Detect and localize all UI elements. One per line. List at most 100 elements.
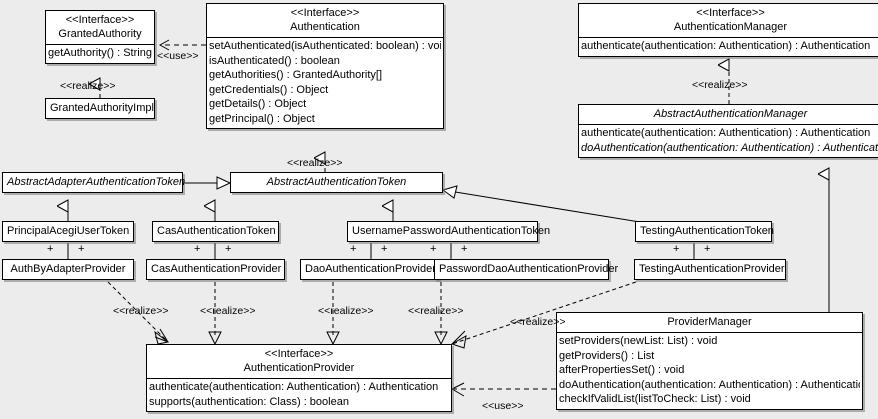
class-header: CasAuthenticationProvider — [147, 260, 284, 279]
label-realize-granted-authority-impl: <<realize>> — [60, 80, 116, 92]
operation-row: getProviders() : List — [559, 349, 655, 362]
class-name-label: AbstractAdapterAuthenticationToken — [7, 176, 186, 188]
label-realize-provider-manager: <<realize>> — [510, 316, 566, 328]
class-name-label: PrincipalAcegiUserToken — [7, 225, 130, 237]
class-abstract-authentication-manager[interactable]: AbstractAuthenticationManager authentica… — [578, 104, 878, 158]
class-auth-by-adapter-provider[interactable]: AuthByAdapterProvider — [2, 259, 134, 280]
operation-row: getAuthorities() : GrantedAuthority[] — [209, 69, 383, 81]
class-name-label: Authentication — [290, 21, 360, 33]
class-abstract-adapter-authentication-token[interactable]: AbstractAdapterAuthenticationToken — [2, 172, 186, 193]
operation-row: getPrincipal() : Object — [209, 112, 315, 125]
class-granted-authority[interactable]: <<Interface>> GrantedAuthority getAuthor… — [45, 10, 155, 64]
operations-compartment: authenticate(authentication: Authenticat… — [579, 37, 878, 56]
class-name-label: UsernamePasswordAuthenticationToken — [352, 225, 551, 237]
operation-row: doAuthentication(authentication: Authent… — [581, 141, 878, 154]
association-marker-plus: + — [194, 243, 201, 255]
class-name-label: CasAuthenticationToken — [157, 225, 276, 237]
label-realize-password-dao-provider: <<realize>> — [408, 305, 464, 317]
class-name-label: GrantedAuthorityImpl — [50, 102, 154, 114]
class-header: AbstractAuthenticationToken — [231, 173, 442, 192]
operation-row: checkIfValidList(listToCheck: List) : vo… — [559, 393, 751, 405]
class-testing-authentication-token[interactable]: TestingAuthenticationToken — [635, 221, 774, 242]
class-header: PasswordDaoAuthenticationProvider — [435, 260, 619, 279]
operation-row: getCredentials() : Object — [209, 83, 329, 96]
label-realize-cas-provider: <<realize>> — [200, 305, 256, 317]
class-name-label: PasswordDaoAuthenticationProvider — [439, 263, 619, 275]
class-header: TestingAuthenticationProvider — [635, 260, 785, 279]
class-header: GrantedAuthorityImpl — [46, 99, 154, 118]
label-use-authentication-granted-authority: <<use>> — [157, 50, 199, 62]
operation-row: authenticate(authentication: Authenticat… — [581, 127, 871, 139]
class-name-label: TestingAuthenticationToken — [640, 225, 774, 237]
label-realize-auth-by-adapter-provider: <<realize>> — [113, 305, 169, 317]
association-marker-plus: + — [381, 243, 388, 255]
class-header: AbstractAuthenticationManager — [579, 105, 878, 124]
class-name-label: ProviderManager — [667, 316, 752, 328]
association-marker-plus: + — [47, 243, 54, 255]
class-cas-authentication-token[interactable]: CasAuthenticationToken — [152, 221, 279, 242]
class-dao-authentication-provider[interactable]: DaoAuthenticationProvider — [300, 259, 439, 280]
class-header: ProviderManager — [557, 313, 862, 332]
operation-row: getDetails() : Object — [209, 98, 307, 110]
class-header: CasAuthenticationToken — [153, 222, 278, 241]
operation-row: authenticate(authentication: Authenticat… — [581, 40, 871, 52]
class-header: <<Interface>> Authentication — [207, 4, 443, 37]
class-header: <<Interface>> GrantedAuthority — [46, 11, 154, 44]
operations-compartment: setAuthenticated(isAuthenticated: boolea… — [207, 37, 443, 128]
operations-compartment: authenticate(authentication: Authenticat… — [147, 378, 451, 411]
class-header: <<Interface>> AuthenticationManager — [579, 4, 878, 37]
operation-row: setProviders(newList: List) : void — [559, 335, 718, 347]
label-realize-abstract-authentication-manager: <<realize>> — [692, 79, 748, 91]
class-name-label: GrantedAuthority — [58, 28, 142, 40]
stereotype-label: <<Interface>> — [290, 7, 360, 19]
operation-row: setAuthenticated(isAuthenticated: boolea… — [209, 40, 441, 52]
operation-row: authenticate(authentication: Authenticat… — [149, 381, 439, 393]
class-header: AbstractAdapterAuthenticationToken — [3, 173, 186, 192]
stereotype-label: <<Interface>> — [696, 7, 765, 19]
class-principal-acegi-user-token[interactable]: PrincipalAcegiUserToken — [2, 221, 134, 242]
class-header: AuthByAdapterProvider — [3, 260, 133, 279]
class-granted-authority-impl[interactable]: GrantedAuthorityImpl — [45, 98, 155, 119]
stereotype-label: <<Interface>> — [264, 348, 334, 360]
class-name-label: AuthenticationProvider — [243, 362, 355, 374]
class-authentication-provider[interactable]: <<Interface>> AuthenticationProvider aut… — [146, 344, 452, 412]
class-name-label: AuthByAdapterProvider — [10, 263, 126, 275]
operation-row: supports(authentication: Class) : boolea… — [149, 395, 349, 408]
operation-row: isAuthenticated() : boolean — [209, 54, 340, 67]
association-marker-plus: + — [430, 243, 437, 255]
class-cas-authentication-provider[interactable]: CasAuthenticationProvider — [146, 259, 285, 280]
association-marker-plus: + — [461, 243, 468, 255]
operation-row: doAuthentication(authentication: Authent… — [559, 378, 860, 391]
association-marker-plus: + — [350, 243, 357, 255]
class-password-dao-authentication-provider[interactable]: PasswordDaoAuthenticationProvider — [434, 259, 619, 280]
operations-compartment: setProviders(newList: List) : void getPr… — [557, 332, 862, 409]
label-realize-abstract-authentication-token: <<realize>> — [287, 157, 343, 169]
class-username-password-authentication-token[interactable]: UsernamePasswordAuthenticationToken — [347, 221, 551, 242]
association-marker-plus: + — [78, 243, 85, 255]
label-realize-dao-provider: <<realize>> — [318, 305, 374, 317]
class-name-label: TestingAuthenticationProvider — [639, 263, 785, 275]
class-header: <<Interface>> AuthenticationProvider — [147, 345, 451, 378]
class-header: DaoAuthenticationProvider — [301, 260, 438, 279]
operation-row: getAuthority() : String — [48, 47, 152, 59]
operations-compartment: authenticate(authentication: Authenticat… — [579, 124, 878, 157]
association-marker-plus: + — [673, 243, 680, 255]
class-abstract-authentication-token[interactable]: AbstractAuthenticationToken — [230, 172, 443, 193]
class-provider-manager[interactable]: ProviderManager setProviders(newList: Li… — [556, 312, 863, 410]
stereotype-label: <<Interface>> — [65, 14, 135, 26]
class-header: PrincipalAcegiUserToken — [3, 222, 133, 241]
class-authentication[interactable]: <<Interface>> Authentication setAuthenti… — [206, 3, 444, 129]
class-authentication-manager[interactable]: <<Interface>> AuthenticationManager auth… — [578, 3, 878, 57]
class-name-label: AbstractAuthenticationManager — [653, 108, 808, 120]
class-name-label: AuthenticationManager — [673, 21, 788, 33]
class-header: TestingAuthenticationToken — [636, 222, 774, 241]
class-name-label: AbstractAuthenticationToken — [266, 176, 407, 188]
class-name-label: CasAuthenticationProvider — [151, 263, 282, 275]
class-testing-authentication-provider[interactable]: TestingAuthenticationProvider — [634, 259, 786, 280]
label-use-provider-manager: <<use>> — [482, 400, 524, 412]
class-name-label: DaoAuthenticationProvider — [305, 263, 436, 275]
operation-row: afterPropertiesSet() : void — [559, 364, 685, 376]
class-header: UsernamePasswordAuthenticationToken — [348, 222, 551, 241]
association-marker-plus: + — [704, 243, 711, 255]
